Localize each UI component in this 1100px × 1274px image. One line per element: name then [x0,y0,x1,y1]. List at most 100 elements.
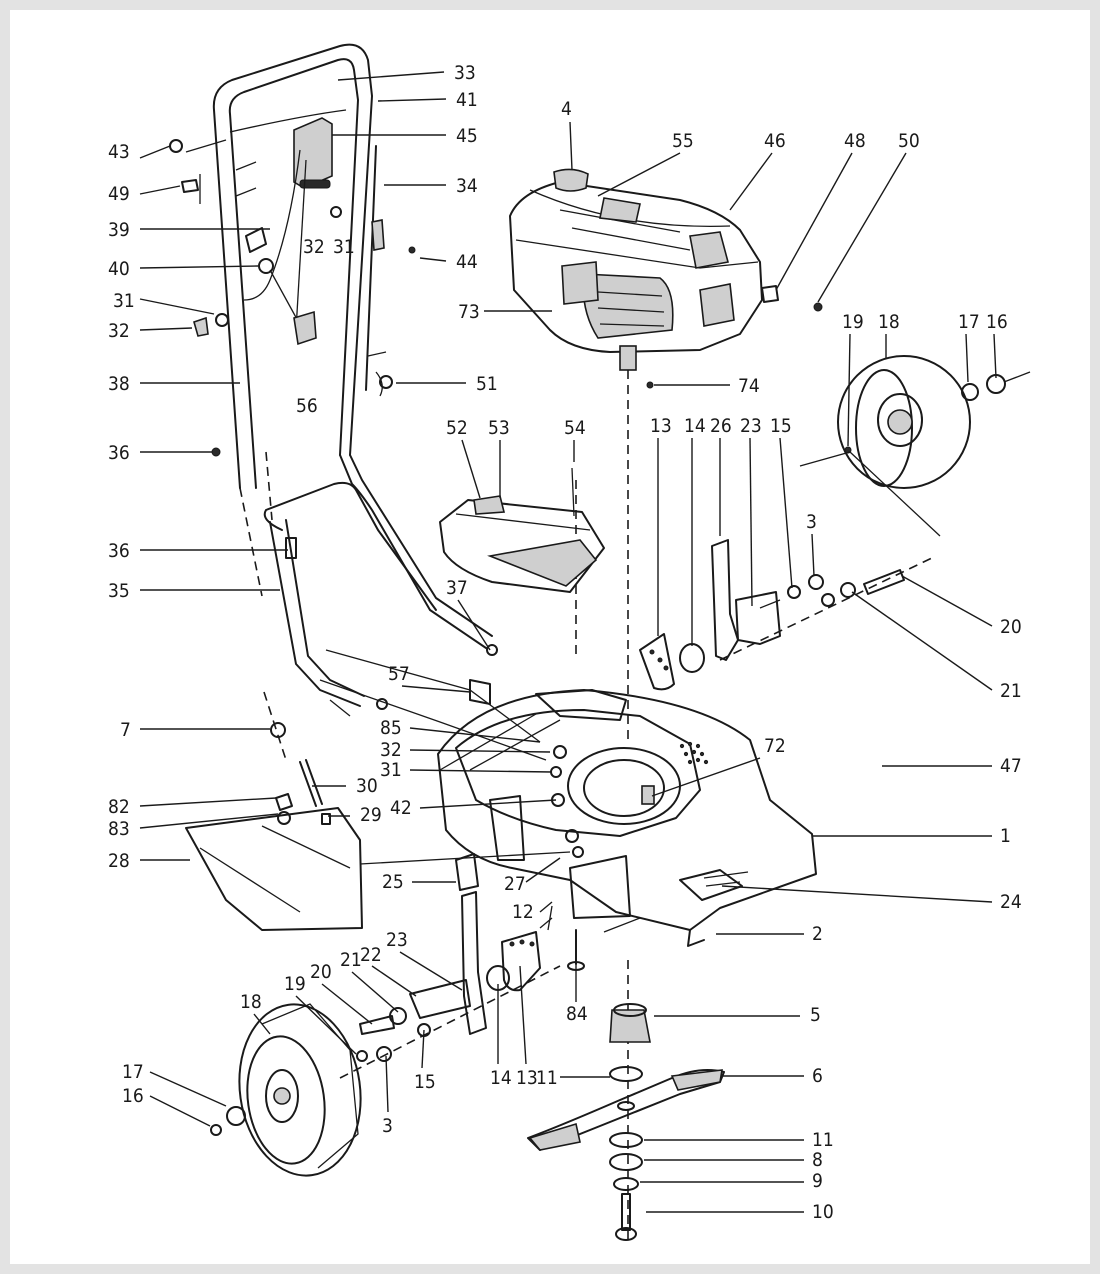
leader-line-c85 [409,727,541,743]
part-number-c4: 4 [561,98,572,120]
leader-line-c31b [139,298,215,315]
part-number-c31c: 31 [380,759,402,781]
part-number-c32a: 32 [303,236,325,258]
part-number-c17a: 17 [958,311,980,333]
part-number-c28: 28 [108,850,130,872]
part-number-c51: 51 [476,373,498,395]
upper-handle [185,43,373,489]
part-number-c15a: 15 [770,415,792,437]
leader-line-c72 [651,757,761,797]
part-number-c13b: 13 [516,1067,538,1089]
part-number-c30: 30 [356,775,378,797]
part-number-c21a: 21 [1000,680,1022,702]
part-number-c45: 45 [456,125,478,147]
center-axis [575,370,629,1244]
part-number-c27: 27 [504,873,526,895]
part-number-c1: 1 [1000,825,1011,847]
part-number-c20b: 20 [310,961,332,983]
part-number-c5: 5 [810,1004,821,1026]
leader-line-c50 [817,152,907,303]
part-number-c15b: 15 [414,1071,436,1093]
part-number-c32b: 32 [108,320,130,342]
part-number-c12: 12 [512,901,534,923]
leader-line-c31c [409,769,553,773]
leader-line-c15a [779,437,793,589]
part-number-c25: 25 [382,871,404,893]
part-number-c14a: 14 [684,415,706,437]
leader-line-c21a [851,591,993,691]
part-number-c3a: 3 [806,511,817,533]
part-number-c36b: 36 [108,540,130,562]
blade-assembly [527,1003,725,1241]
leader-line-c16a [993,333,997,379]
part-number-c22: 22 [360,944,382,966]
leader-line-c20b [321,983,373,1025]
part-number-c13a: 13 [650,415,672,437]
leader-line-c3a [811,533,815,577]
part-number-c26a: 26 [710,415,732,437]
part-number-c35: 35 [108,580,130,602]
mower-deck [437,689,817,947]
part-number-c7: 7 [120,719,131,741]
part-number-c52: 52 [446,417,468,439]
control-lever-assembly [169,117,416,457]
part-number-c34: 34 [456,175,478,197]
leader-line-c43 [139,145,171,159]
leader-line-c32b [139,327,193,331]
part-number-c23b: 23 [386,929,408,951]
part-number-c18a: 18 [878,311,900,333]
left-height-adjuster [339,853,561,1079]
part-number-c33: 33 [454,62,476,84]
part-number-c23a: 23 [740,415,762,437]
leader-line-c41 [377,98,447,102]
part-number-c73: 73 [458,301,480,323]
leader-line-c21b [351,971,399,1013]
part-number-c19b: 19 [284,973,306,995]
leader-line-c42 [419,799,557,809]
part-number-c8: 8 [812,1149,823,1171]
leader-line-c27 [525,857,561,883]
part-number-c17b: 17 [122,1061,144,1083]
leader-line-c23b [399,951,463,991]
part-number-c54: 54 [564,417,586,439]
part-number-c39: 39 [108,219,130,241]
leader-line-c46 [729,152,773,211]
leader-line-c83 [139,813,279,829]
part-number-c2: 2 [812,923,823,945]
part-number-c48: 48 [844,130,866,152]
part-number-c50: 50 [898,130,920,152]
leader-line-c19b [295,995,357,1055]
part-number-c56: 56 [296,395,318,417]
part-number-c29: 29 [360,804,382,826]
leader-line-c57 [401,685,471,693]
part-number-c43: 43 [108,141,130,163]
leader-line-c40 [139,265,259,269]
part-number-c20a: 20 [1000,616,1022,638]
part-number-c31a: 31 [333,236,355,258]
leader-line-c4 [569,121,573,171]
part-number-c19a: 19 [842,311,864,333]
right-rear-wheel [799,355,1031,537]
part-number-c37: 37 [446,577,468,599]
part-number-c21b: 21 [340,949,362,971]
rear-flap [185,691,571,931]
leader-line-c16b [149,1095,211,1127]
part-number-c83: 83 [108,818,130,840]
leader-line-c24 [721,885,993,903]
leader-line-c17b [149,1071,227,1107]
part-number-c41: 41 [456,89,478,111]
part-number-c24: 24 [1000,891,1022,913]
lower-handle [239,451,498,707]
part-number-c16a: 16 [986,311,1008,333]
part-number-c57: 57 [388,663,410,685]
leader-line-c22 [371,965,417,997]
part-number-c53: 53 [488,417,510,439]
leader-line-c15b [421,1029,425,1069]
part-number-c16b: 16 [122,1085,144,1107]
leader-line-c19a [847,333,851,447]
part-number-c74: 74 [738,375,760,397]
leader-line-c13b [519,965,527,1065]
part-number-c47: 47 [1000,755,1022,777]
leader-line-c37 [457,599,491,651]
